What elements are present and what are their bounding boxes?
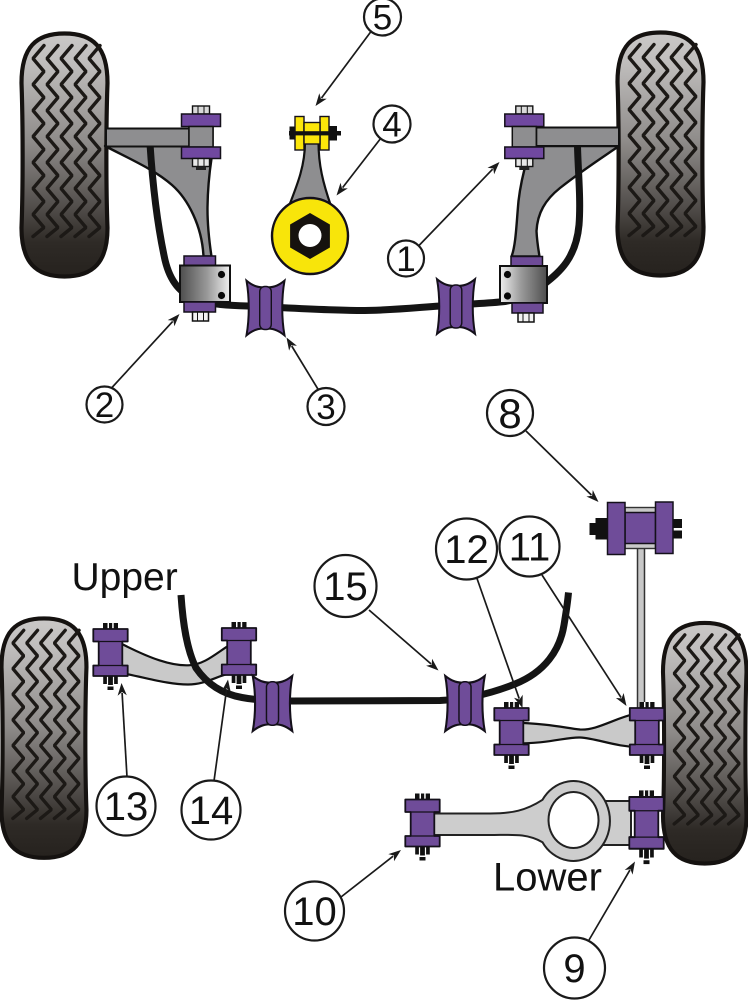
svg-text:1: 1 (396, 240, 415, 279)
svg-text:3: 3 (316, 388, 335, 427)
svg-text:8: 8 (498, 390, 521, 437)
svg-text:2: 2 (95, 386, 114, 425)
svg-text:10: 10 (292, 890, 337, 934)
svg-text:5: 5 (373, 0, 392, 37)
svg-text:12: 12 (444, 528, 489, 572)
svg-text:9: 9 (563, 947, 585, 991)
svg-text:11: 11 (509, 526, 551, 570)
svg-text:Upper: Upper (72, 556, 178, 599)
svg-text:Lower: Lower (493, 856, 602, 900)
svg-text:15: 15 (323, 565, 368, 609)
svg-text:13: 13 (104, 785, 149, 829)
svg-text:4: 4 (382, 105, 401, 144)
svg-text:14: 14 (189, 789, 234, 833)
